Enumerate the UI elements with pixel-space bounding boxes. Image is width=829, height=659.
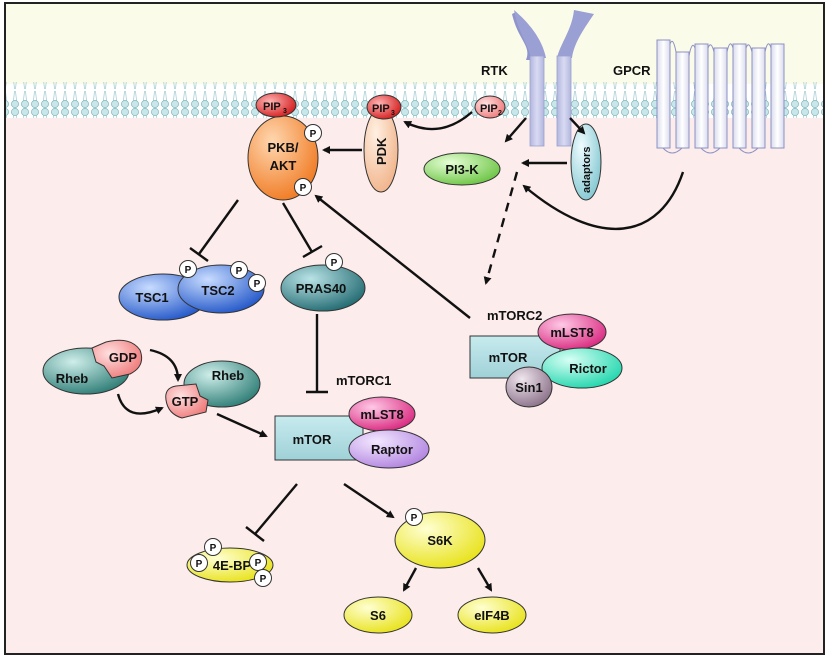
mtorc2-sin1-label: Sin1	[515, 380, 542, 395]
svg-text:P: P	[236, 266, 243, 277]
mtorc2-rictor	[541, 347, 623, 389]
akt-phospho-1: P	[304, 124, 322, 142]
mtorc2-sin1	[505, 366, 553, 408]
pip3-akt-label: PIP	[263, 101, 281, 113]
mtorc1-mlst8-label: mLST8	[360, 407, 403, 422]
svg-text:P: P	[196, 559, 203, 570]
mtorc1-mtor-label: mTOR	[293, 432, 332, 447]
inhibit-akt-to-pras40	[281, 202, 323, 259]
svg-text:P: P	[185, 265, 192, 276]
gpcr-label: GPCR	[613, 63, 651, 78]
arrow-rtk-to-adaptors	[569, 117, 586, 135]
tsc2-phospho-3: P	[248, 274, 266, 292]
arrow-rtk-to-pi3k	[504, 117, 527, 143]
svg-text:P: P	[210, 543, 217, 554]
diagram-frame	[4, 2, 825, 655]
rheb-gdp-label: Rheb	[56, 371, 89, 386]
arrow-s6k-to-eif4b	[476, 567, 493, 592]
pdk-label: PDK	[374, 137, 389, 165]
gdp-label: GDP	[109, 350, 138, 365]
svg-text:P: P	[255, 558, 262, 569]
gpcr-receptor	[656, 39, 785, 154]
tsc2-label: TSC2	[201, 283, 234, 298]
rtk-label: RTK	[481, 63, 508, 78]
cytoplasm	[6, 118, 823, 653]
pip2-subscript: 2	[498, 110, 502, 117]
pip3-pdk-subscript: 3	[391, 110, 395, 117]
arrow-gdp-to-gtp	[149, 348, 182, 382]
pras40-phospho: P	[325, 253, 343, 271]
adaptors-label: adaptors	[581, 147, 593, 193]
svg-text:P: P	[331, 258, 338, 269]
svg-text:P: P	[411, 513, 418, 524]
s6-label: S6	[370, 608, 386, 623]
mtorc1-title: mTORC1	[336, 373, 391, 388]
arrow-gpcr-to-pi3k	[522, 171, 685, 231]
mtorc1-raptor	[348, 429, 430, 469]
arrow-pip2-to-pip3	[403, 111, 473, 131]
pi3k	[423, 152, 501, 186]
gtp-label: GTP	[172, 394, 199, 409]
arrow-rheb-to-mtorc1	[216, 412, 268, 438]
s6k-label: S6K	[427, 533, 453, 548]
pip3-akt-subscript: 3	[283, 108, 287, 115]
pi3k-label: PI3-K	[445, 162, 479, 177]
rheb-gtp-label: Rheb	[212, 368, 245, 383]
fourebp-phospho-1: P	[204, 538, 222, 556]
mtorc1-raptor-label: Raptor	[371, 442, 413, 457]
arrow-mtorc2-to-akt	[314, 194, 471, 319]
akt-phospho-2: P	[294, 178, 312, 196]
fourebp-phospho-2: P	[190, 554, 208, 572]
pip2-label: PIP	[480, 103, 498, 115]
svg-text:P: P	[300, 183, 307, 194]
arrow-gtp-to-gdp	[116, 393, 164, 415]
svg-text:P: P	[310, 129, 317, 140]
akt-label-line2: AKT	[270, 158, 297, 173]
eif4b-label: eIF4B	[474, 608, 509, 623]
fourebp-phospho-4: P	[254, 569, 272, 587]
inhibit-mtorc1-to-4ebp	[245, 483, 298, 542]
rtk-receptor	[512, 10, 594, 147]
pras40	[280, 264, 366, 312]
pip3-akt: PIP 3	[255, 92, 297, 118]
inhibit-akt-to-tsc2	[189, 199, 239, 262]
svg-text:P: P	[254, 279, 261, 290]
fourebp-phospho-3: P	[249, 553, 267, 571]
arrow-s6k-to-s6	[402, 567, 418, 592]
adaptors	[570, 123, 602, 201]
tsc1-label: TSC1	[135, 290, 168, 305]
eif4b	[457, 596, 527, 634]
pip3-pdk: PIP 3	[366, 94, 402, 120]
mtorc2-rictor-label: Rictor	[569, 361, 607, 376]
gtp	[165, 383, 209, 419]
arrow-dashed-to-mtorc2	[483, 171, 519, 285]
mtorc2-mtor-label: mTOR	[489, 350, 528, 365]
fourebp-label: 4E-BP	[213, 558, 252, 573]
pip3-pdk-label: PIP	[372, 103, 390, 115]
s6k-phospho: P	[405, 508, 423, 526]
rheb-gtp	[183, 360, 261, 408]
mtorc2-mlst8-label: mLST8	[550, 325, 593, 340]
mtorc1-mtor	[274, 415, 364, 461]
inhibit-pras40-to-mtorc1	[306, 314, 328, 394]
gdp	[91, 339, 143, 379]
pip2: PIP 2	[474, 95, 506, 119]
pras40-label: PRAS40	[296, 281, 347, 296]
arrow-mtorc1-to-s6k	[343, 483, 395, 519]
s6k	[394, 511, 486, 569]
svg-text:P: P	[260, 574, 267, 585]
tsc2-phospho-1: P	[179, 260, 197, 278]
s6	[343, 596, 413, 634]
akt-label-line1: PKB/	[267, 140, 298, 155]
mtorc2-title: mTORC2	[487, 308, 542, 323]
tsc2-phospho-2: P	[230, 261, 248, 279]
